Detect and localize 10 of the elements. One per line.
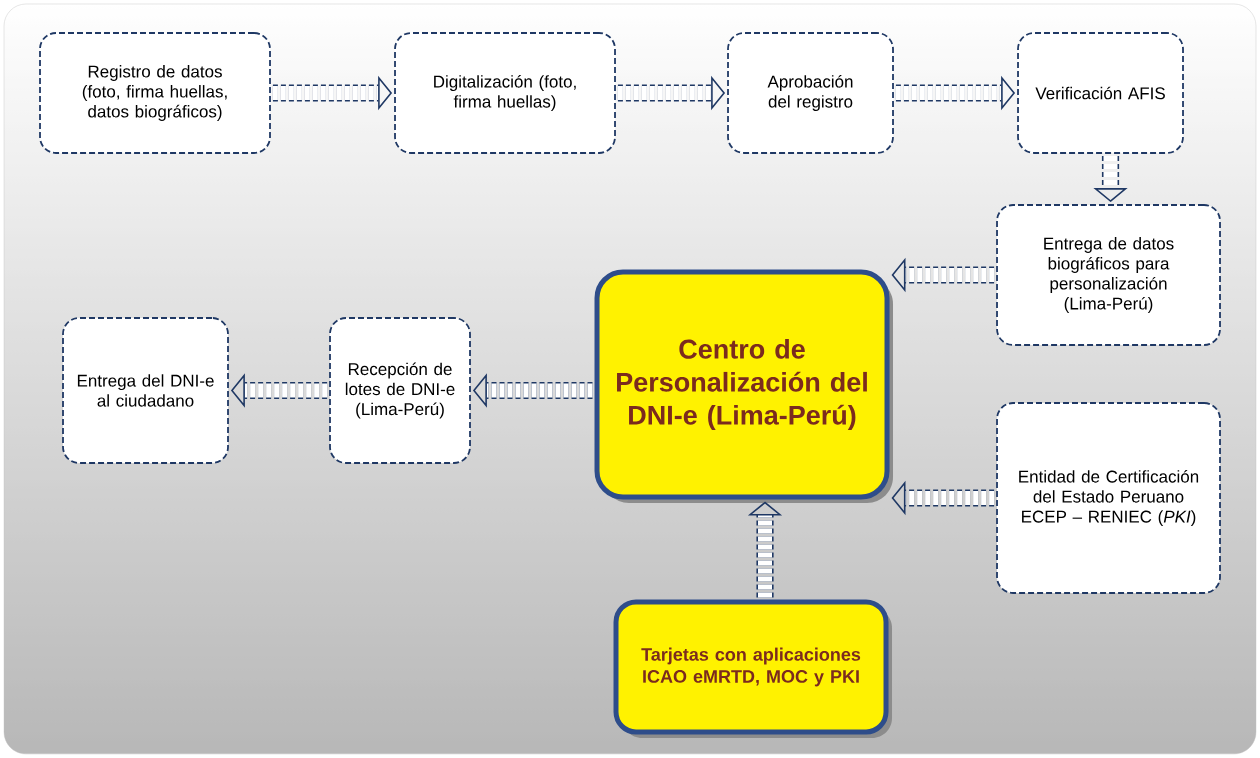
process-box: Entrega de datos biográficos para personalización (Lima-Perú): [996, 204, 1221, 346]
process-box: Aprobación del registro: [727, 32, 894, 154]
process-box: Recepción de lotes de DNI-e (Lima-Perú): [329, 317, 471, 464]
process-box: Registro de datos (foto, firma huellas, datos biográficos): [39, 32, 271, 154]
process-box: Verificación AFIS: [1017, 32, 1184, 154]
process-box: Entrega del DNI-e al ciudadano: [62, 317, 229, 464]
card-box: Tarjetas con aplicaciones ICAO eMRTD, MOC y PKI: [613, 599, 892, 738]
process-box: Entidad de Certificación del Estado Peruano ECEP – RENIEC (PKI): [996, 402, 1221, 594]
process-box: Digitalización (foto, firma huellas): [394, 32, 616, 154]
center-box: Centro de Personalización del DNI-e (Lima-Perú): [594, 269, 893, 503]
